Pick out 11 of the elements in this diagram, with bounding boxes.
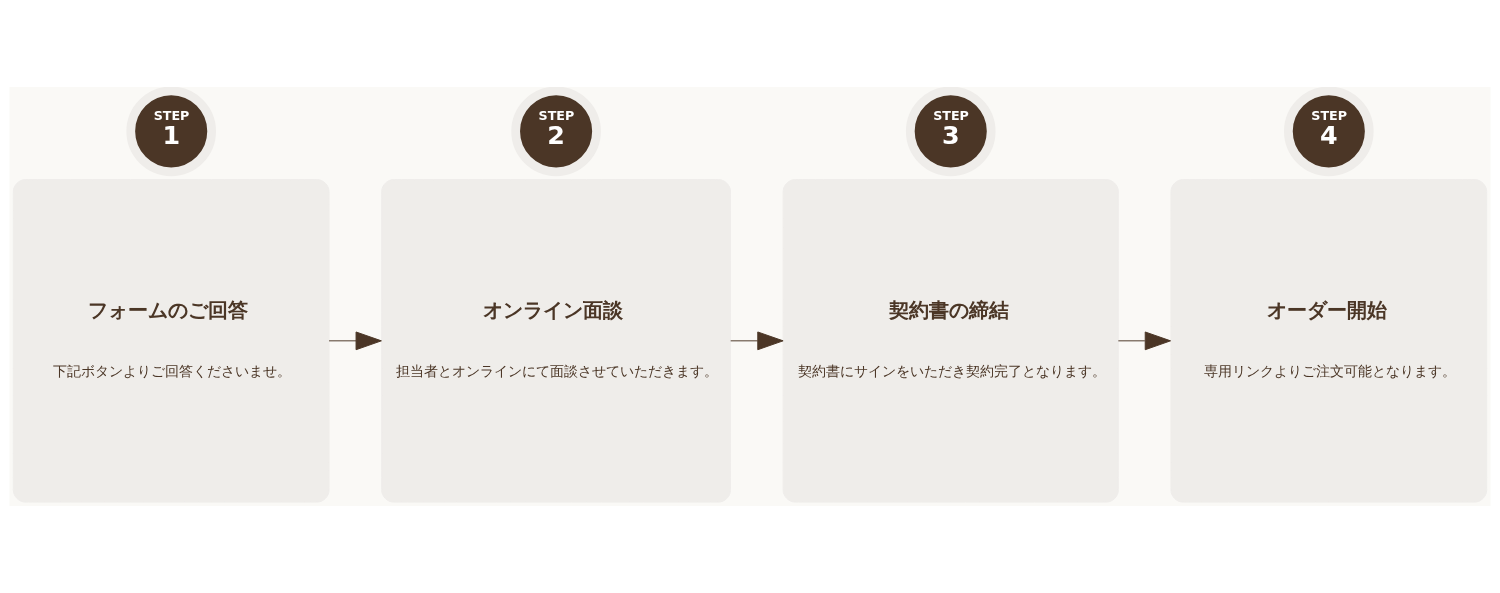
node-circle: STEP 3 xyxy=(905,87,996,177)
node-box: 契約書の締結 契約書にサインをいただき契約完了となります。 xyxy=(782,179,1119,503)
node-box: オーダー開始 専用リンクよりご注文可能となります。 xyxy=(1170,179,1488,503)
arrow xyxy=(1117,331,1172,351)
node-circle: STEP 4 xyxy=(1284,87,1374,177)
node-circle: STEP 2 xyxy=(511,87,601,177)
arrow xyxy=(328,331,382,351)
node-box: オンライン面談 担当者とオンラインにて面談させていただきます。 xyxy=(381,179,731,503)
node-circle: STEP 1 xyxy=(126,87,216,177)
arrow xyxy=(730,331,784,351)
node-box: フォームのご回答 下記ボタンよりご回答くださいませ。 xyxy=(12,179,330,503)
